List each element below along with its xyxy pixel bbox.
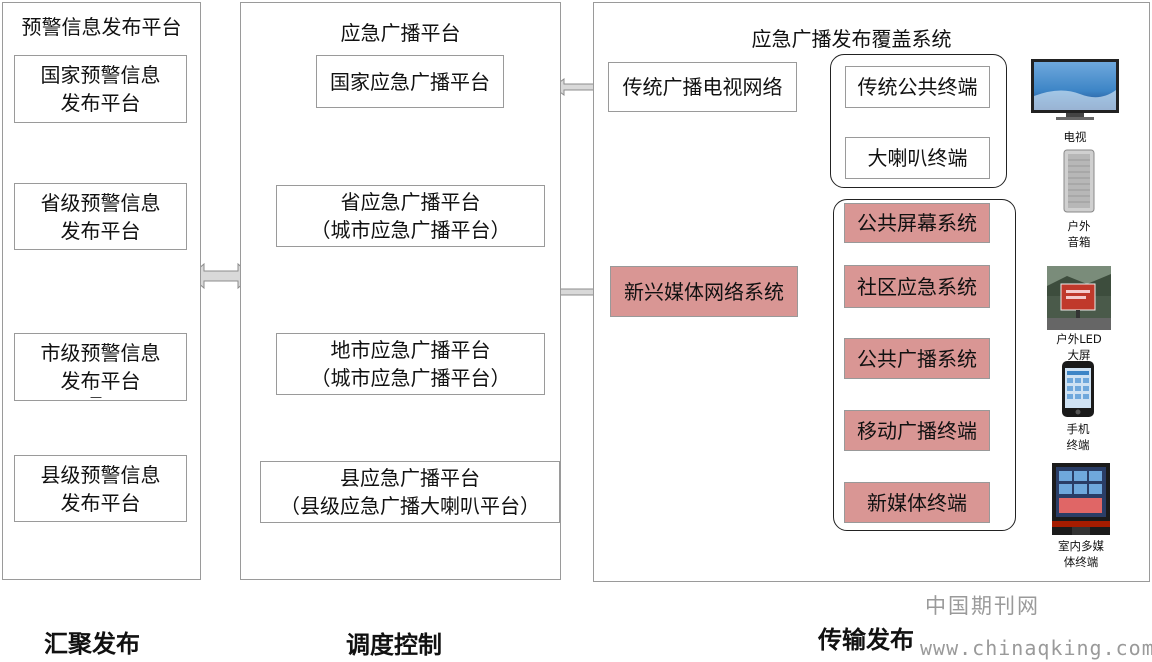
box-line: 移动广播终端 xyxy=(857,418,977,443)
box-line: 国家应急广播平台 xyxy=(330,69,490,94)
box-line: 公共屏幕系统 xyxy=(857,211,977,235)
box-line: 社区应急系统 xyxy=(857,274,977,299)
county-warning-box: 县级预警信息 发布平台 xyxy=(14,455,187,522)
national-broadcast-box: 国家应急广播平台 xyxy=(316,55,504,108)
city-broadcast-box: 地市应急广播平台 （城市应急广播平台） xyxy=(276,333,545,395)
mobile-phone-icon xyxy=(1062,361,1094,417)
tv-icon xyxy=(1031,59,1119,120)
traditional-terminal-group xyxy=(830,54,1007,188)
box-line: （城市应急广播平台） xyxy=(310,366,511,390)
panel-title: 应急广播发布覆盖系统 xyxy=(751,27,952,51)
panel-title: 应急广播平台 xyxy=(340,21,461,45)
footer-transmission-publish: 传输发布 xyxy=(818,626,914,654)
tv-caption: 电视 xyxy=(1063,130,1087,144)
box-line: 新媒体终端 xyxy=(867,490,967,515)
box-line: 大喇叭终端 xyxy=(867,146,968,170)
county-broadcast-box: 县应急广播平台 （县级应急广播大喇叭平台） xyxy=(260,461,560,523)
box-line: 公共广播系统 xyxy=(857,346,977,371)
footer-dispatch-control: 调度控制 xyxy=(346,631,442,659)
new-media-terminal-group xyxy=(833,199,1016,531)
box-line: 地市应急广播平台 xyxy=(330,338,491,362)
outdoor-led-caption: 户外LED 大屏 xyxy=(1056,332,1102,362)
box-line: 国家预警信息 xyxy=(40,63,161,87)
city-warning-box: 市级预警信息 发布平台 xyxy=(14,333,187,401)
loudspeaker-terminal-box: 大喇叭终端 xyxy=(845,137,990,179)
box-line: 新兴媒体网络系统 xyxy=(624,279,784,304)
box-line: 传统公共终端 xyxy=(857,75,978,99)
box-line: 省应急广播平台 xyxy=(340,190,481,214)
panel-title: 预警信息发布平台 xyxy=(21,15,182,39)
stray-mark: — xyxy=(90,390,102,404)
box-line: 市级预警信息 xyxy=(40,341,161,365)
watermark-url: www.chinaqking.com xyxy=(920,636,1152,660)
indoor-kiosk-caption: 室内多媒 体终端 xyxy=(1058,539,1104,569)
indoor-kiosk-icon xyxy=(1052,463,1110,535)
public-screen-box: 公共屏幕系统 xyxy=(844,203,990,243)
box-line: 省级预警信息 xyxy=(40,190,161,215)
speaker-icon xyxy=(1063,149,1095,213)
box-line: 发布平台 xyxy=(60,91,141,115)
traditional-network-box: 传统广播电视网络 xyxy=(608,62,797,112)
footer-aggregate-publish: 汇聚发布 xyxy=(44,630,140,658)
box-line: 传统广播电视网络 xyxy=(622,75,783,99)
traditional-public-terminal-box: 传统公共终端 xyxy=(845,66,990,108)
box-line: 县应急广播平台 xyxy=(340,466,480,490)
box-line: 县级预警信息 xyxy=(40,462,161,487)
box-line: 发布平台 xyxy=(60,490,141,515)
community-emergency-box: 社区应急系统 xyxy=(844,265,990,308)
box-line: （县级应急广播大喇叭平台） xyxy=(280,494,540,518)
provincial-broadcast-box: 省应急广播平台 （城市应急广播平台） xyxy=(276,185,545,247)
watermark-name: 中国期刊网 xyxy=(925,594,1040,618)
mobile-broadcast-box: 移动广播终端 xyxy=(844,410,990,451)
speaker-caption: 户外 音箱 xyxy=(1067,219,1091,249)
mobile-phone-caption: 手机 终端 xyxy=(1066,422,1090,452)
box-line: 发布平台 xyxy=(60,218,141,243)
box-line: 发布平台 xyxy=(60,369,141,393)
outdoor-led-icon xyxy=(1047,266,1111,330)
national-warning-box: 国家预警信息 发布平台 xyxy=(14,55,187,123)
provincial-warning-box: 省级预警信息 发布平台 xyxy=(14,183,187,250)
public-broadcast-box: 公共广播系统 xyxy=(844,338,990,379)
box-line: （城市应急广播平台） xyxy=(310,218,511,242)
new-media-network-box: 新兴媒体网络系统 xyxy=(610,266,798,317)
new-media-terminal-box: 新媒体终端 xyxy=(844,482,990,523)
